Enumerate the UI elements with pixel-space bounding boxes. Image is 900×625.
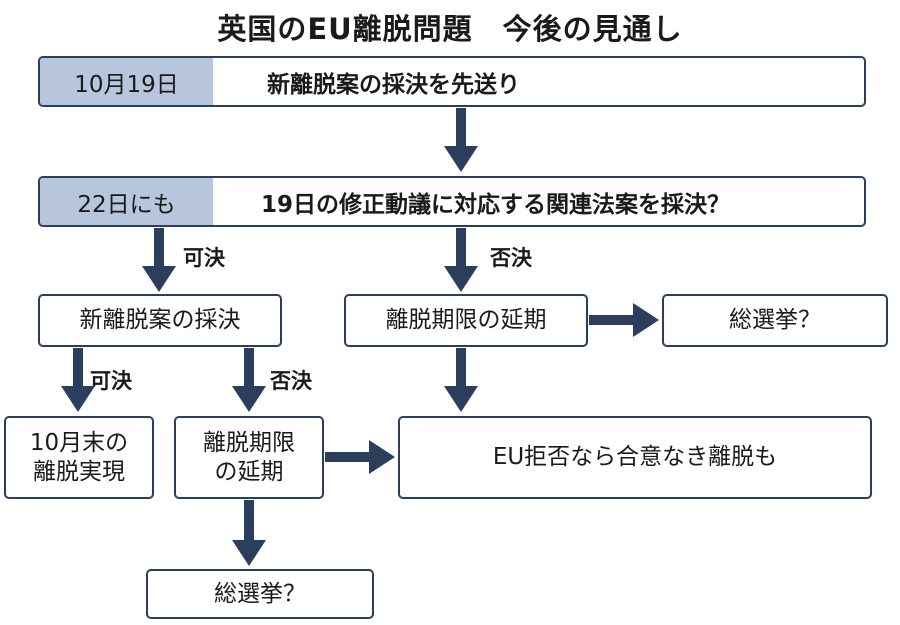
arrow-to-no-deal-shaft (456, 348, 466, 388)
box-no-deal: EU拒否なら合意なき離脱も (398, 416, 872, 499)
arrow-lower-to-no-deal-shaft (325, 452, 371, 462)
box-extension-lower: 離脱期限 の延期 (174, 416, 324, 499)
step-oct19-text: 新離脱案の採決を先送り (267, 71, 520, 98)
box-election-right: 総選挙？ (662, 294, 888, 347)
arrow-reject-lower-shaft (244, 348, 254, 388)
extension-lower-line2: の延期 (214, 458, 284, 485)
arrow-to-election-right-shaft (589, 315, 635, 325)
arrow-to-election-lower-head (232, 540, 266, 566)
step-oct19: 10月19日 新離脱案の採決を先送り (38, 56, 866, 107)
arrow-lower-to-no-deal-head (369, 440, 395, 474)
step-22nd-date: 22日にも (40, 178, 213, 225)
extension-lower-line1: 離脱期限 (203, 429, 295, 456)
step-22nd: 22日にも 19日の修正動議に対応する関連法案を採決？ (38, 176, 866, 227)
arrow-reject-right-shaft (456, 228, 466, 268)
box-new-deal-vote: 新離脱案の採決 (38, 294, 282, 347)
arrow-pass-lower-head (61, 386, 95, 412)
arrow-reject-lower-head (232, 386, 266, 412)
box-brexit-end-october: 10月末の 離脱実現 (4, 416, 154, 499)
arrow-pass-lower-shaft (73, 348, 83, 388)
arrow-to-election-lower-shaft (244, 500, 254, 542)
label-reject-right: 否決 (490, 246, 532, 270)
brexit-end-october-line2: 離脱実現 (33, 458, 125, 485)
brexit-end-october-line1: 10月末の (29, 429, 129, 456)
step-oct19-date: 10月19日 (40, 58, 213, 105)
page-title: 英国のEU離脱問題 今後の見通し (217, 12, 683, 46)
arrow-to-no-deal-head (444, 386, 478, 412)
arrow-to-election-right-head (633, 303, 659, 337)
arrow-pass-left-shaft (154, 228, 164, 268)
arrow-row1-to-row2-head (444, 146, 478, 172)
label-reject-lower: 否決 (270, 369, 312, 393)
arrow-reject-right-head (444, 266, 478, 292)
label-pass-left: 可決 (183, 246, 225, 270)
arrow-pass-left-head (142, 266, 176, 292)
box-extension-right: 離脱期限の延期 (344, 294, 588, 347)
step-22nd-text: 19日の修正動議に対応する関連法案を採決？ (261, 191, 731, 218)
label-pass-lower: 可決 (90, 369, 132, 393)
box-election-lower: 総選挙？ (146, 569, 374, 619)
arrow-row1-to-row2-shaft (456, 108, 466, 148)
